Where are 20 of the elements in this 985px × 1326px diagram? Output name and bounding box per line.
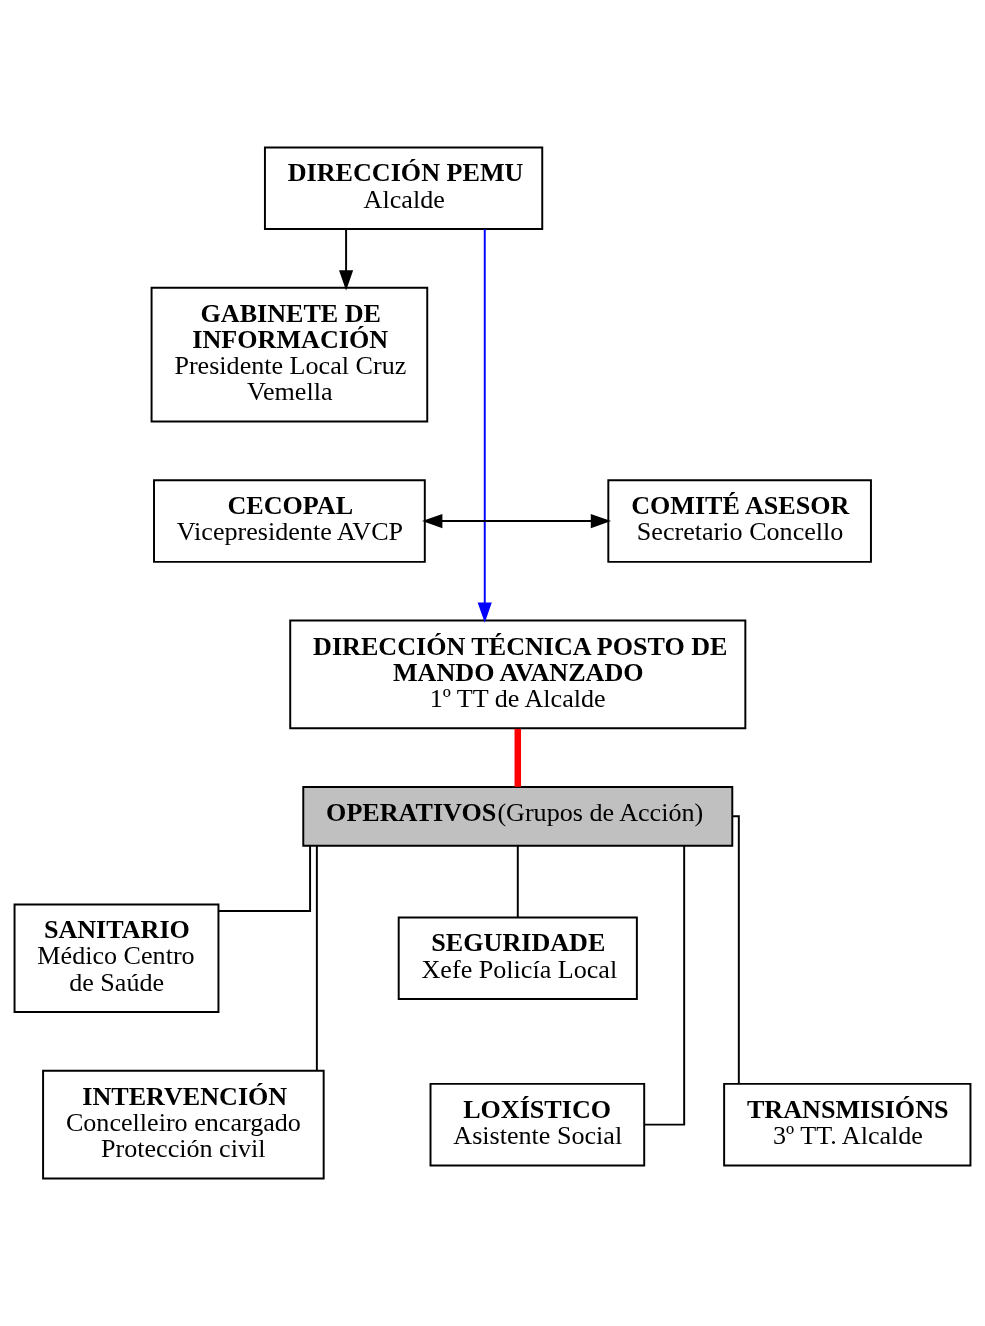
node-box: LOXÍSTICO Asistente Social	[429, 1082, 646, 1167]
connector	[516, 844, 519, 919]
connector	[315, 844, 318, 1072]
node-box: SEGURIDADE Xefe Policía Local	[397, 916, 638, 1000]
node-box: GABINETE DE INFORMACIÓN Presidente Local Cruz Vemella	[150, 286, 429, 423]
node-box: OPERATIVOS(Grupos de Acción)	[302, 786, 734, 847]
node-box: DIRECCIÓN PEMU Alcalde	[263, 146, 544, 231]
arrow	[477, 228, 492, 623]
connector	[218, 844, 312, 912]
node-box: TRANSMISIÓNS 3º TT. Alcalde	[723, 1082, 972, 1167]
node-box: DIRECCIÓN TÉCNICA POSTO DE MANDO AVANZADO 1º TT de Alcalde	[289, 619, 747, 730]
connector	[731, 815, 740, 1085]
connector	[643, 844, 686, 1126]
node-box: SANITARIO Médico Centro de Saúde	[13, 903, 220, 1014]
node-box: INTERVENCIÓN Concelleiro encargado Protección civil	[42, 1069, 325, 1180]
node-box: COMITÉ ASESOR Secretario Concello	[607, 479, 872, 563]
arrow	[339, 228, 354, 291]
node-box: CECOPAL Vicepresidente AVCP	[153, 479, 426, 563]
arrow	[422, 514, 612, 529]
connector	[514, 728, 522, 787]
